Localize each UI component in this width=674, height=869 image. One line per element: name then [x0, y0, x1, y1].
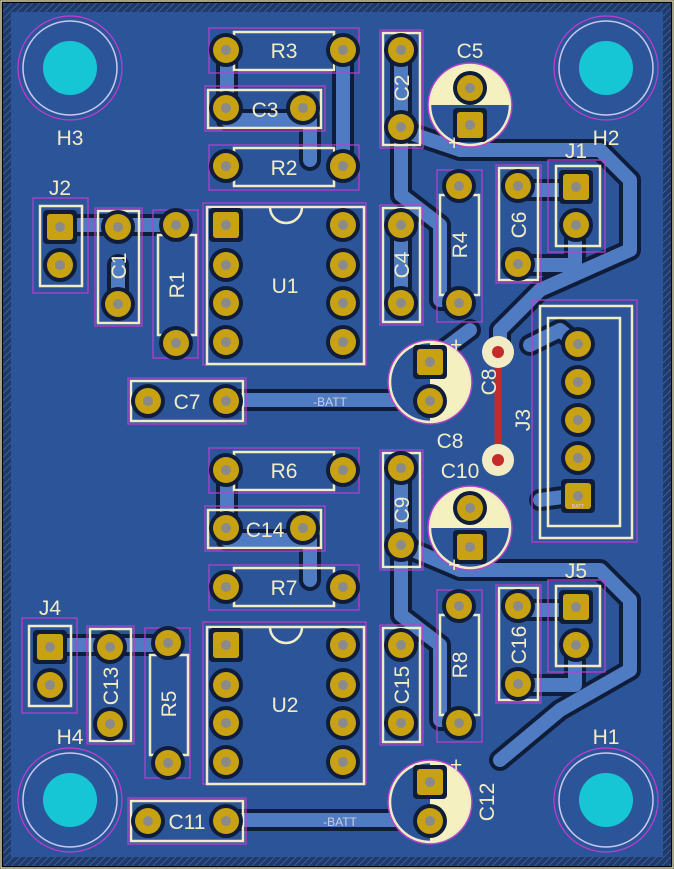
label-c15: C15 [391, 666, 414, 705]
label-c14: C14 [246, 519, 285, 542]
label-c2: C2 [391, 75, 414, 102]
polarity-plus-c10: + [448, 554, 460, 577]
label-r2: R2 [271, 157, 298, 180]
label-c9: C9 [391, 497, 414, 524]
label-j1: J1 [565, 140, 587, 163]
label-j2: J2 [49, 177, 71, 200]
jumper-pads [482, 336, 514, 476]
label-u1: U1 [272, 275, 299, 298]
label-c12: C12 [476, 783, 499, 822]
fab-j3-batt: BATT [572, 504, 584, 510]
label-c5: C5 [457, 40, 484, 63]
label-c7: C7 [174, 391, 201, 414]
label-h1: H1 [593, 726, 620, 749]
label-r7: R7 [271, 577, 298, 600]
label-r8: R8 [449, 652, 472, 679]
label-c8: C8 [437, 430, 464, 453]
label-r5: R5 [158, 691, 181, 718]
label-h3: H3 [57, 127, 84, 150]
label-u2: U2 [272, 694, 299, 717]
polarity-plus-c5: + [448, 132, 460, 155]
label-c8-fab: C8 [478, 369, 501, 396]
label-r4: R4 [449, 231, 472, 258]
polarity-plus-c12: + [450, 754, 462, 777]
label-c3: C3 [252, 99, 279, 122]
label-h2: H2 [593, 127, 620, 150]
label-j3: J3 [512, 409, 535, 431]
mounting-holes [22, 20, 654, 848]
label-j4: J4 [39, 597, 62, 620]
label-h4: H4 [57, 726, 84, 749]
label-c16: C16 [508, 626, 531, 665]
fab-batt-top: -BATT [313, 395, 347, 409]
electrolytic-caps [388, 63, 512, 844]
reference-designators: R3 C3 R2 C2 C5 H3 H2 J1 J2 C1 R1 U1 C4 R… [39, 40, 620, 834]
label-c10: C10 [441, 460, 480, 483]
round-pads [33, 33, 595, 838]
label-j5: J5 [565, 560, 587, 583]
courtyards [17, 15, 659, 853]
label-c11: C11 [169, 811, 206, 834]
fab-batt-bottom: -BATT [323, 815, 357, 829]
label-c1: C1 [108, 253, 131, 280]
label-r1: R1 [166, 272, 189, 299]
label-r6: R6 [271, 460, 298, 483]
label-r3: R3 [271, 40, 298, 63]
label-c4: C4 [391, 251, 414, 278]
polarity-plus-c8: + [450, 334, 462, 357]
label-c13: C13 [100, 667, 123, 706]
label-c6: C6 [508, 212, 531, 239]
square-pads [33, 108, 595, 799]
